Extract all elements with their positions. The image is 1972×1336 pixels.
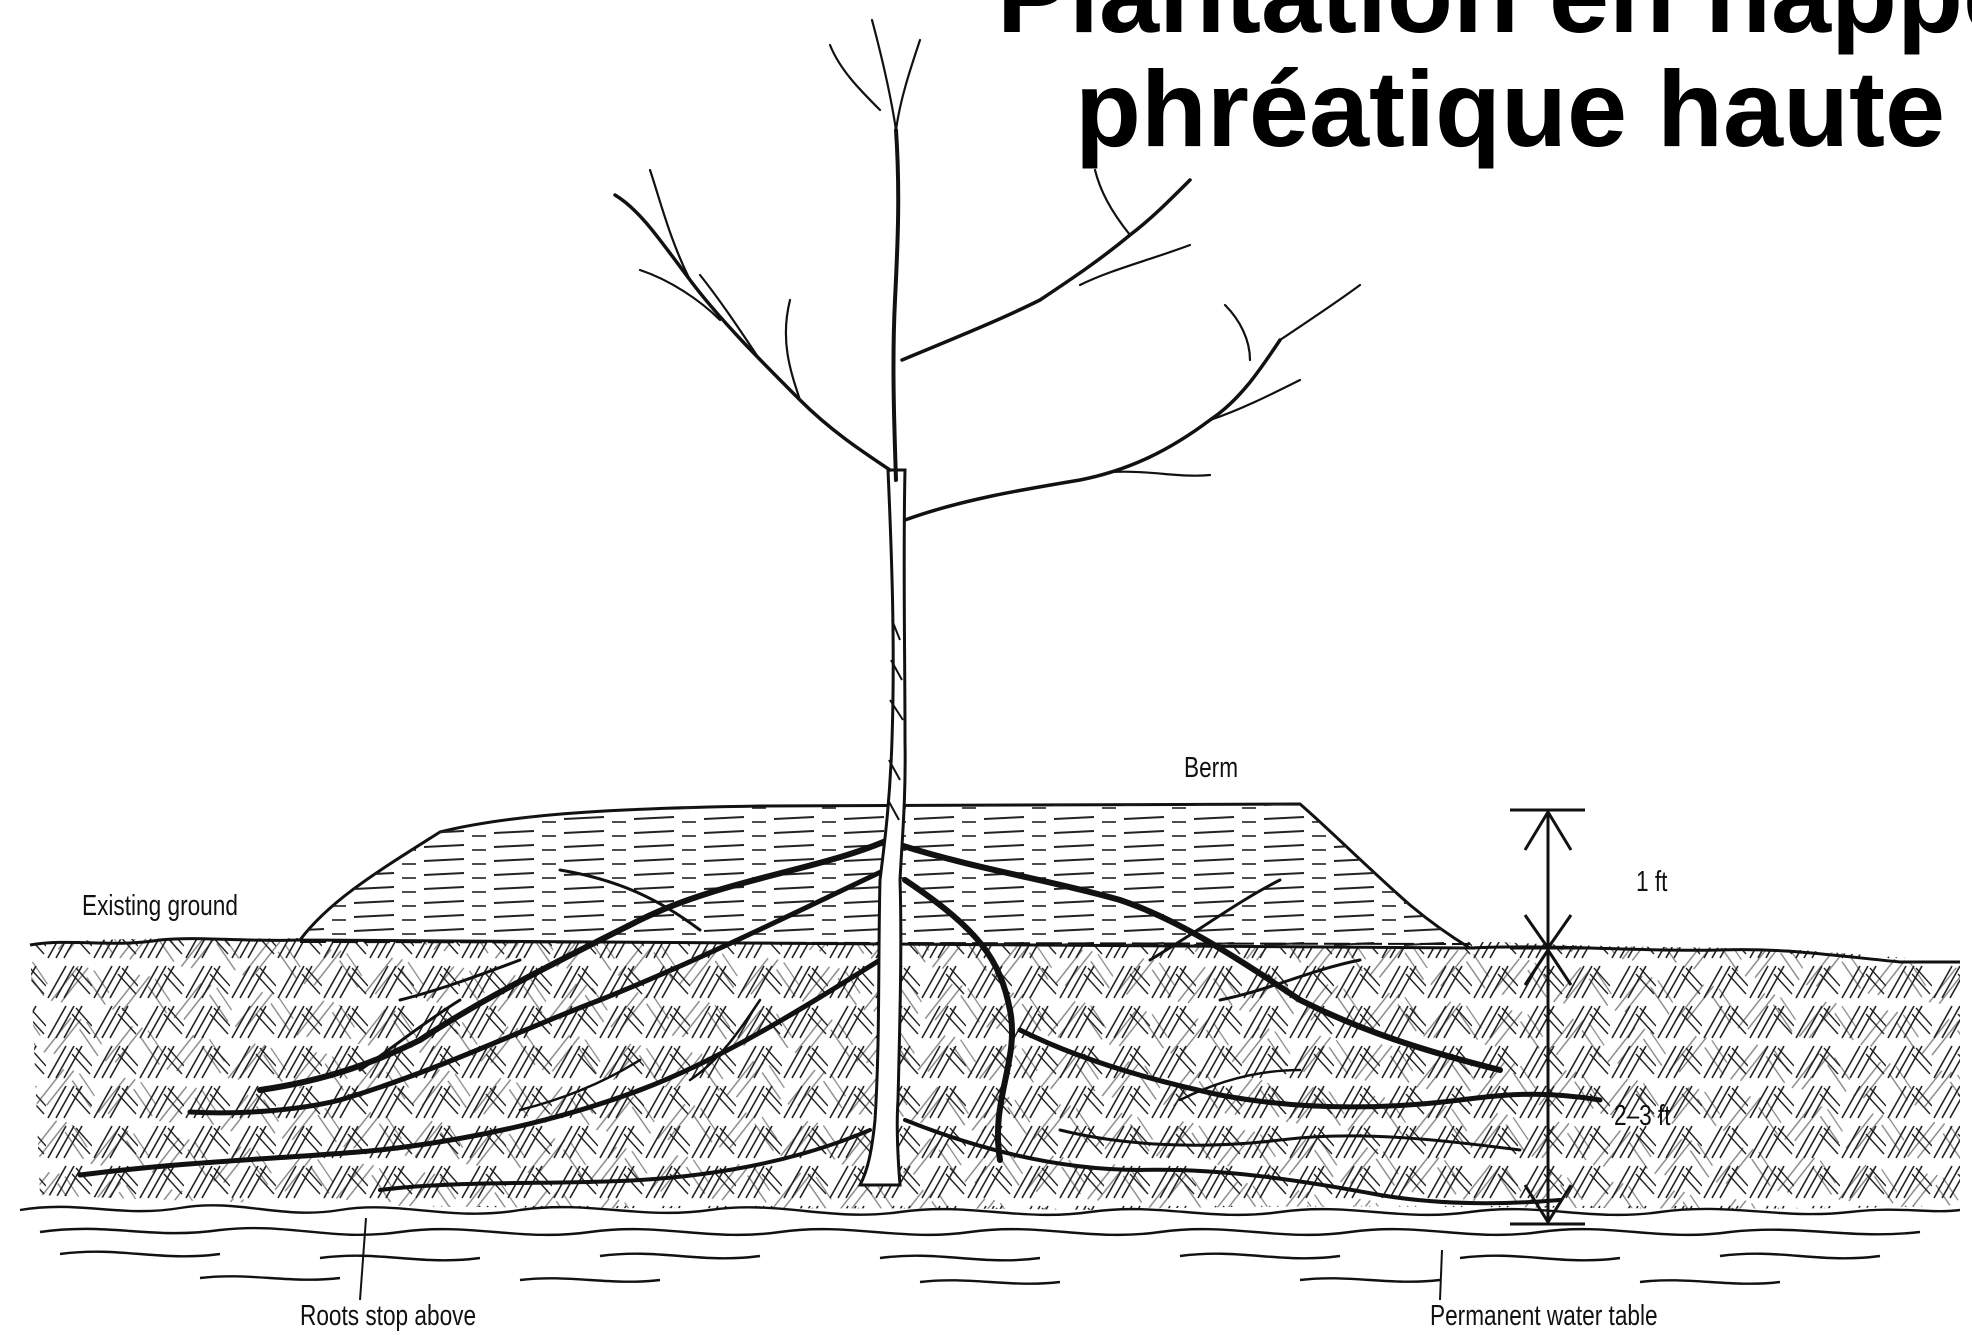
existing-ground-label: Existing ground bbox=[82, 890, 238, 923]
title-line-1: Plantation en nappe bbox=[960, 0, 1972, 52]
one-ft-label: 1 ft bbox=[1636, 866, 1667, 899]
page-title: Plantation en nappe phréatique haute bbox=[960, 0, 1972, 166]
permanent-water-table-label: Permanent water table bbox=[1430, 1300, 1658, 1333]
roots-stop-leader bbox=[360, 1218, 366, 1300]
roots-stop-above-label: Roots stop above bbox=[300, 1300, 476, 1333]
berm-label: Berm bbox=[1184, 752, 1238, 785]
two-three-ft-label: 2–3 ft bbox=[1614, 1100, 1671, 1133]
title-line-2: phréatique haute bbox=[960, 52, 1972, 166]
water-table-leader bbox=[1440, 1250, 1442, 1300]
water-table bbox=[20, 1205, 1960, 1283]
